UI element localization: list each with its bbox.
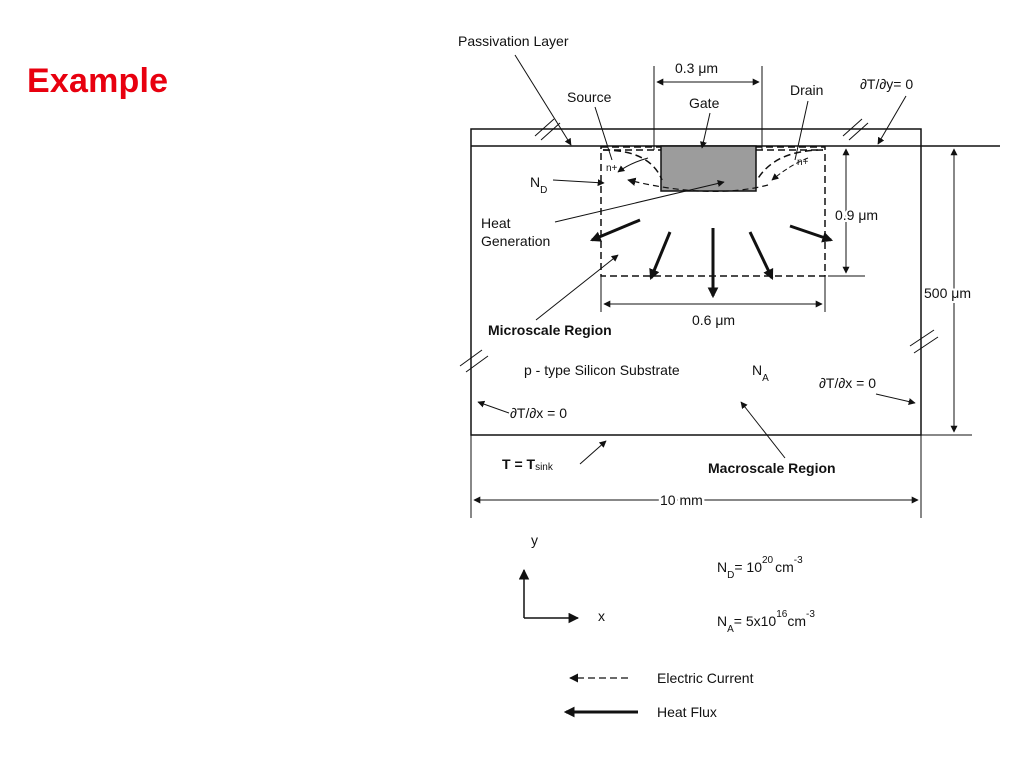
heat-generation-label-2: Generation — [481, 233, 550, 249]
heat-generation-label-1: Heat — [481, 215, 511, 231]
microscale-label: Microscale Region — [488, 322, 612, 338]
source-label: Source — [567, 89, 612, 105]
break-marks — [459, 118, 939, 373]
gate-label: Gate — [689, 95, 720, 111]
electric-current-path — [627, 177, 769, 193]
electric-current-drain — [771, 157, 809, 181]
heat-flux-arrows — [590, 218, 834, 299]
macroscale-label: Macroscale Region — [708, 460, 836, 476]
passivation-label: Passivation Layer — [458, 33, 569, 49]
drain-well — [756, 149, 824, 181]
y-axis-label: y — [531, 532, 538, 548]
electric-current-label: Electric Current — [657, 670, 754, 686]
drain-label: Drain — [790, 82, 823, 98]
coordinate-axes: y x — [518, 532, 605, 624]
source-well — [602, 149, 663, 181]
bottom-boundary-condition: T = Tsink — [502, 456, 554, 473]
electric-current-source — [617, 157, 649, 173]
width-label: 0.6 μm — [692, 312, 735, 328]
n-plus-drain: n+ — [797, 157, 809, 168]
depth-label: 0.9 μm — [835, 207, 878, 223]
gate-length-label: 0.3 μm — [675, 60, 718, 76]
n-plus-source: n+ — [606, 163, 618, 174]
heat-flux-label: Heat Flux — [657, 704, 717, 720]
left-boundary-condition: ∂T/∂x = 0 — [510, 405, 567, 421]
gate-block — [660, 145, 757, 192]
x-axis-label: x — [598, 608, 605, 624]
top-boundary-condition: ∂T/∂y= 0 — [860, 76, 913, 92]
substrate-label: p - type Silicon Substrate — [524, 362, 680, 378]
na-formula: NA= 5x1016cm-3 — [717, 609, 815, 635]
width-10mm-label: 10 mm — [660, 492, 703, 508]
slide-title: Example — [27, 62, 169, 100]
substrate-outline — [470, 128, 922, 436]
legend: Electric Current Heat Flux — [563, 670, 754, 720]
nd-label: ND — [530, 174, 547, 196]
thickness-label: 500 μm — [924, 285, 971, 301]
right-boundary-condition: ∂T/∂x = 0 — [819, 375, 876, 391]
na-label: NA — [752, 362, 769, 384]
